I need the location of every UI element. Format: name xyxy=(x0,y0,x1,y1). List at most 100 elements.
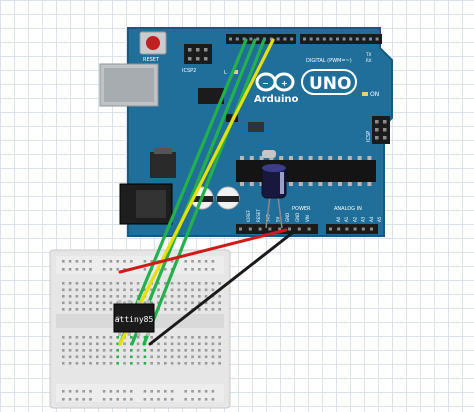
breadboard-hole xyxy=(191,355,194,359)
breadboard-hole xyxy=(82,349,85,352)
header-pin xyxy=(229,37,232,41)
breadboard-hole xyxy=(102,260,106,263)
breadboard-hole xyxy=(170,288,174,292)
breadboard-hole xyxy=(62,260,65,263)
chip-leg xyxy=(328,156,333,160)
breadboard-hole xyxy=(143,390,147,393)
breadboard-hole xyxy=(211,398,215,401)
header-pin xyxy=(316,37,320,41)
breadboard-hole xyxy=(89,260,92,263)
breadboard-hole xyxy=(218,336,221,339)
breadboard-hole xyxy=(157,362,160,365)
header-pin xyxy=(329,37,333,41)
green-wire-1[interactable] xyxy=(118,38,248,346)
usb-chip xyxy=(198,88,224,104)
header-pin xyxy=(196,48,200,52)
breadboard-hole xyxy=(116,390,119,393)
breadboard-hole xyxy=(184,390,187,393)
breadboard-hole xyxy=(89,398,92,401)
power-label: POWER xyxy=(292,206,311,212)
breadboard-hole xyxy=(150,362,153,365)
breadboard-hole xyxy=(164,295,167,298)
breadboard-hole xyxy=(198,288,201,292)
breadboard-hole xyxy=(170,355,174,359)
breadboard-hole xyxy=(211,355,215,359)
chip-leg xyxy=(338,156,342,160)
breadboard-hole xyxy=(198,260,201,263)
header-pin xyxy=(307,227,311,231)
breadboard-hole xyxy=(184,349,187,352)
green-wire-2[interactable] xyxy=(130,38,257,346)
breadboard-hole xyxy=(204,268,208,271)
breadboard-hole-connected xyxy=(143,362,147,365)
l-led xyxy=(232,70,238,74)
breadboard-hole xyxy=(123,268,126,271)
breadboard-hole xyxy=(89,349,92,352)
breadboard-hole xyxy=(109,268,113,271)
breadboard-hole xyxy=(191,295,194,298)
breadboard-hole xyxy=(184,268,187,271)
breadboard-hole xyxy=(211,301,215,305)
breadboard-hole xyxy=(68,342,72,346)
breadboard-hole xyxy=(198,355,201,359)
green-wire-3[interactable] xyxy=(142,38,266,346)
breadboard-hole xyxy=(184,295,187,298)
breadboard-hole xyxy=(177,336,181,339)
breadboard-hole xyxy=(116,301,119,305)
analog-label: ANALOG IN xyxy=(334,206,362,212)
breadboard-hole xyxy=(177,308,181,311)
chip-leg xyxy=(367,182,372,186)
breadboard-hole xyxy=(136,282,140,285)
breadboard-hole xyxy=(170,362,174,365)
red-wire[interactable] xyxy=(118,228,288,274)
reset-button[interactable] xyxy=(139,31,167,55)
analog-pin-label: A4 xyxy=(369,216,374,222)
breadboard-hole xyxy=(102,282,106,285)
chip-leg xyxy=(308,156,313,160)
yellow-wire[interactable] xyxy=(118,38,275,346)
chip-leg xyxy=(357,156,362,160)
breadboard-hole xyxy=(204,390,208,393)
chip-leg xyxy=(240,182,244,186)
digital-header xyxy=(226,34,382,44)
breadboard-hole xyxy=(170,301,174,305)
breadboard-hole xyxy=(136,349,140,352)
breadboard-hole xyxy=(184,282,187,285)
breadboard-hole xyxy=(211,282,215,285)
chip-leg xyxy=(347,182,352,186)
chip-leg xyxy=(298,182,303,186)
breadboard-hole xyxy=(68,308,72,311)
power-pin-label: GND xyxy=(295,213,300,222)
breadboard-hole xyxy=(130,295,133,298)
breadboard-hole xyxy=(89,288,92,292)
breadboard-hole xyxy=(82,355,85,359)
breadboard-hole xyxy=(82,362,85,365)
header-pin xyxy=(383,120,387,124)
header-pin xyxy=(196,57,200,61)
breadboard-hole xyxy=(170,282,174,285)
chip-leg xyxy=(249,182,254,186)
black-wire[interactable] xyxy=(148,228,298,346)
breadboard-hole xyxy=(89,355,92,359)
breadboard-hole xyxy=(82,268,85,271)
breadboard-hole xyxy=(75,342,79,346)
breadboard-hole xyxy=(82,390,85,393)
chip-leg xyxy=(146,331,150,336)
breadboard-hole xyxy=(89,336,92,339)
breadboard-hole xyxy=(191,268,194,271)
breadboard-hole xyxy=(75,308,79,311)
breadboard-hole xyxy=(62,282,65,285)
breadboard-hole xyxy=(68,355,72,359)
breadboard-hole xyxy=(68,398,72,401)
breadboard-hole xyxy=(204,342,208,346)
breadboard-hole xyxy=(96,288,99,292)
breadboard-hole-connected xyxy=(116,336,119,339)
header-pin xyxy=(249,37,253,41)
breadboard-hole xyxy=(198,308,201,311)
breadboard-hole xyxy=(198,342,201,346)
svg-text:−: − xyxy=(262,79,269,88)
breadboard-hole xyxy=(177,301,181,305)
breadboard-hole xyxy=(102,288,106,292)
breadboard-hole xyxy=(82,342,85,346)
